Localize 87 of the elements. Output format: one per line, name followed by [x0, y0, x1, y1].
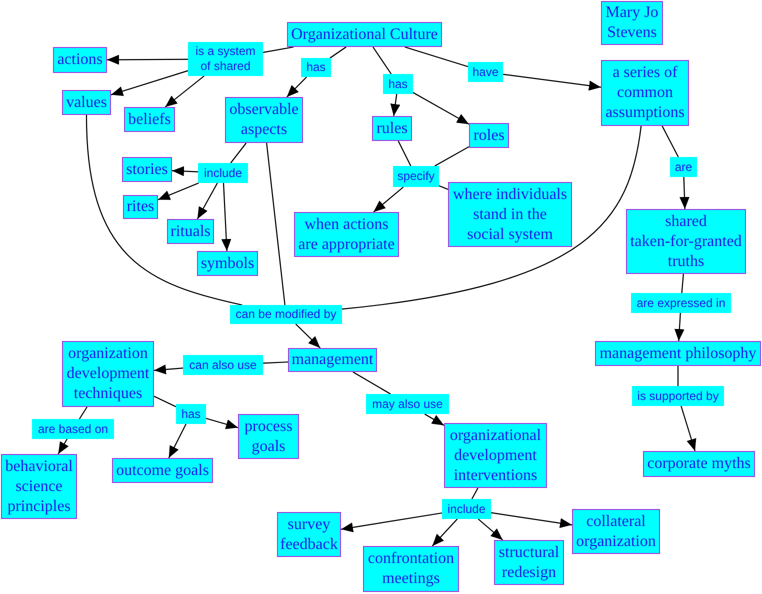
arrow: [110, 70, 188, 96]
connector-line: [434, 146, 470, 166]
connector-line: [342, 126, 642, 310]
linking-phrase: are expressed in: [631, 293, 731, 313]
arrow: [172, 166, 198, 176]
concept-box: corporate myths: [643, 451, 755, 477]
arrow: [295, 324, 321, 348]
connector-line: [330, 46, 346, 58]
concept-box: rituals: [167, 219, 214, 244]
linking-phrase: can be modified by: [230, 305, 342, 324]
arrow: [340, 512, 442, 532]
concept-box: rules: [372, 116, 412, 141]
concept-box: a series of common assumptions: [601, 60, 689, 126]
arrow: [164, 76, 204, 108]
arrow: [373, 186, 404, 212]
concept-box: Organizational Culture: [287, 22, 442, 47]
connector-line: [681, 274, 684, 294]
concept-box: outcome goals: [112, 458, 213, 483]
connector-line: [230, 142, 247, 164]
linking-phrase: have: [468, 62, 503, 82]
linking-phrase: are based on: [32, 419, 114, 439]
connector-line: [438, 185, 448, 190]
concept-box: beliefs: [124, 107, 175, 132]
connector-line: [677, 366, 679, 386]
concept-box: values: [62, 90, 111, 115]
concept-box: actions: [53, 47, 107, 73]
connector-line: [372, 46, 392, 74]
arrow: [680, 176, 690, 210]
concept-box: shared taken-for-granted truths: [626, 209, 746, 274]
arrow: [206, 418, 238, 430]
linking-phrase: has: [301, 58, 331, 77]
arrow: [674, 312, 684, 342]
connector-line: [262, 46, 294, 53]
linking-phrase: include: [442, 499, 491, 519]
connector-line: [398, 140, 412, 166]
concept-box: organization development techniques: [62, 341, 154, 407]
linking-phrase: has: [176, 404, 206, 424]
connector-line: [352, 372, 391, 394]
connector-line: [471, 488, 478, 500]
connector-line: [662, 126, 679, 158]
connector-line: [404, 46, 468, 68]
arrow: [58, 438, 69, 454]
concept-box: process goals: [238, 414, 299, 459]
concept-box: where individuals stand in the social system: [448, 182, 572, 247]
connector-line: [262, 361, 288, 364]
arrow: [490, 512, 572, 528]
linking-phrase: are: [670, 157, 697, 177]
linking-phrase: has: [383, 74, 413, 94]
concept-box: confrontation meetings: [363, 546, 459, 592]
concept-box: rites: [123, 195, 158, 219]
linking-phrase: include: [198, 163, 248, 183]
connector-line: [86, 114, 242, 306]
concept-box: management philosophy: [595, 341, 761, 366]
linking-phrase: is supported by: [632, 386, 724, 406]
linking-phrase: can also use: [183, 355, 263, 375]
concept-box: collateral organization: [572, 509, 660, 554]
concept-box: when actions are appropriate: [294, 212, 399, 257]
concept-box: management: [288, 348, 377, 372]
arrow: [412, 92, 470, 125]
concept-box: observable aspects: [225, 97, 303, 143]
linking-phrase: is a system of shared: [188, 42, 263, 76]
linking-phrase: specify: [393, 166, 439, 187]
arrow: [168, 424, 186, 458]
linking-phrase: may also use: [366, 394, 449, 414]
arrow: [286, 76, 307, 98]
arrow: [390, 94, 400, 116]
arrow: [158, 182, 199, 200]
arrow: [424, 414, 444, 426]
concept-box: structural redesign: [494, 540, 564, 585]
connector-line: [154, 396, 176, 408]
concept-box: roles: [469, 123, 509, 148]
arrow: [196, 182, 218, 220]
connector-line: [266, 142, 286, 306]
concept-box: Mary Jo Stevens: [601, 1, 663, 45]
concept-box: survey feedback: [277, 512, 341, 557]
arrow: [221, 182, 232, 252]
arrow: [107, 54, 188, 65]
arrow: [432, 518, 458, 546]
arrow: [680, 406, 696, 452]
concept-box: behavioral science principles: [1, 454, 77, 519]
connector-line: [78, 406, 88, 420]
concept-box: organizational development interventions: [444, 423, 547, 488]
arrow: [478, 518, 504, 540]
arrow: [502, 74, 602, 91]
concept-box: stories: [122, 157, 172, 182]
arrow: [154, 364, 184, 374]
concept-box: symbols: [197, 251, 258, 276]
